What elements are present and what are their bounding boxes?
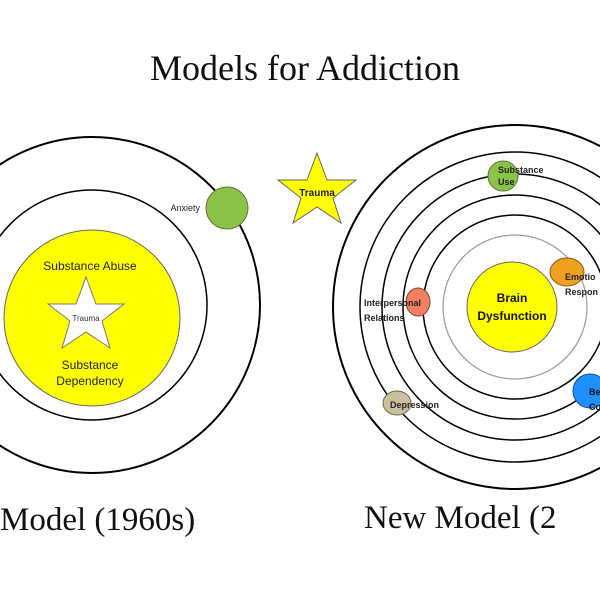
new-substance-use-planet: [487, 160, 519, 192]
page-title: Models for Addiction: [150, 48, 460, 88]
new-model-caption: New Model (2: [364, 500, 556, 536]
new-behavior-planet: [572, 373, 600, 409]
old-outer-ring: [0, 136, 261, 474]
old-model-caption: Model (1960s): [0, 502, 195, 538]
new-core-circle: [466, 261, 558, 353]
new-emotional-planet: [549, 257, 585, 287]
old-anxiety-label: Anxiety: [170, 203, 200, 213]
new-core-label-2: Dysfunction: [477, 309, 546, 323]
new-interpersonal-label-1: Interpersonal: [364, 298, 421, 308]
old-core-star-label: Trauma: [72, 314, 100, 323]
new-ring-2: [359, 151, 600, 463]
new-ring-6: [442, 234, 588, 380]
new-interpersonal-planet: [405, 287, 431, 317]
new-behavior-label-2: Co: [589, 402, 600, 412]
new-core-label-1: Brain: [497, 291, 528, 305]
new-depression-label: Depression: [390, 400, 439, 410]
old-anxiety-planet: [205, 186, 249, 230]
new-behavior-label-1: Be: [589, 387, 600, 397]
center-star-label: Trauma: [299, 188, 335, 199]
old-trauma-star-icon: [46, 275, 126, 350]
new-emotional-label-1: Emotio: [565, 272, 596, 282]
new-ring-1: [332, 124, 600, 490]
new-depression-planet: [382, 390, 412, 416]
old-model: Substance Abuse Trauma Substance Depende…: [0, 136, 261, 538]
new-ring-4: [402, 194, 600, 420]
new-substance-use-label-1: Substance: [498, 165, 544, 175]
center-trauma-star: Trauma: [276, 151, 358, 225]
old-inner-ring: [0, 189, 208, 421]
old-core-bottom-label-1: Substance: [62, 358, 119, 372]
old-core-top-label: Substance Abuse: [43, 259, 137, 273]
center-trauma-star-icon: [276, 151, 358, 225]
new-interpersonal-label-2: Relations: [364, 313, 405, 323]
new-emotional-label-2: Respon: [565, 287, 598, 297]
new-model: Brain Dysfunction Substance Use Emotio R…: [332, 124, 600, 536]
old-core-bottom-label-2: Dependency: [56, 374, 123, 388]
new-substance-use-label-2: Use: [498, 177, 515, 187]
